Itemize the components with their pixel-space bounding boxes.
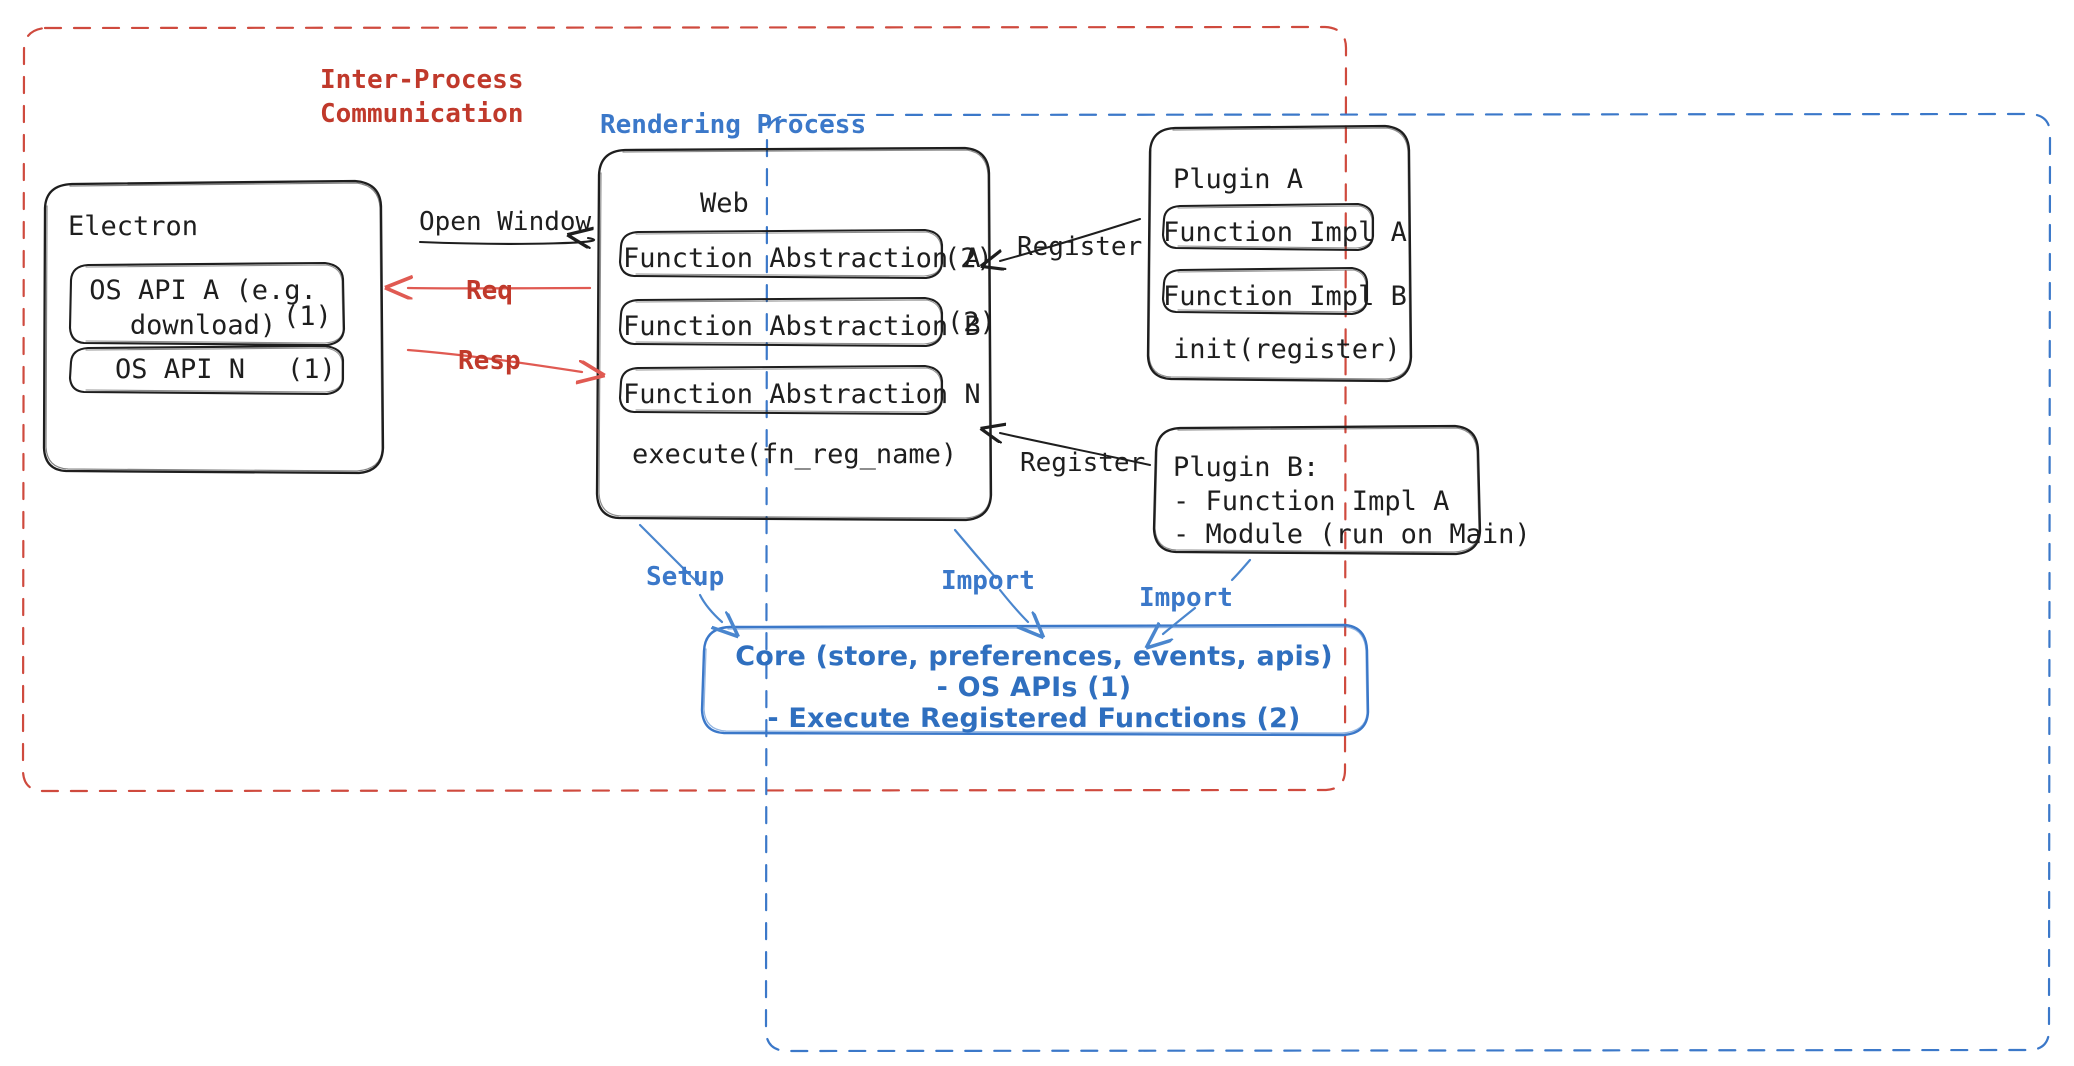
plugin-b-item-0: - Function Impl A xyxy=(1173,486,1450,517)
fn-abstraction-n-label: Function Abstraction N xyxy=(623,379,981,410)
fn-abstraction-a-label: Function Abstraction A xyxy=(623,243,981,274)
zone-title-ipc: Inter-Process Communication xyxy=(320,65,524,129)
plugin-a-title: Plugin A xyxy=(1173,164,1304,195)
edge-label-resp: Resp xyxy=(458,346,521,376)
zone-title-rendering: Rendering Process xyxy=(600,110,867,140)
web-title: Web xyxy=(700,188,749,219)
core-line-0: Core (store, preferences, events, apis) xyxy=(735,641,1333,672)
plugin-b-title: Plugin B: xyxy=(1173,452,1320,483)
edge-label-register-bottom: Register xyxy=(1020,448,1146,478)
edge-label-req: Req xyxy=(466,276,513,306)
plugin-a-init-label: init(register) xyxy=(1173,334,1401,365)
core-card-text: Core (store, preferences, events, apis) … xyxy=(704,641,1364,734)
os-api-n-ref: (1) xyxy=(287,354,336,385)
edge-label-import-plugin: Import xyxy=(1139,583,1233,613)
plugin-a-fn-1: Function Impl B xyxy=(1163,281,1407,312)
core-line-2: - Execute Registered Functions (2) xyxy=(767,703,1301,734)
os-api-a-ref: (1) xyxy=(283,301,332,332)
edge-label-register-top: Register xyxy=(1017,232,1143,262)
fn-abstraction-b-label: Function Abstraction B xyxy=(623,311,981,342)
plugin-a-fn-0: Function Impl A xyxy=(1163,217,1407,248)
electron-title: Electron xyxy=(68,211,199,242)
edge-label-setup: Setup xyxy=(646,562,725,592)
web-execute-label: execute(fn_reg_name) xyxy=(632,439,958,470)
core-line-1: - OS APIs (1) xyxy=(936,672,1132,703)
fn-abstraction-a-ref: (2) xyxy=(944,243,993,274)
os-api-a-label: OS API A (e.g. download) xyxy=(89,275,317,342)
edge-label-import-web: Import xyxy=(941,566,1035,596)
fn-abstraction-b-ref: (2) xyxy=(947,307,996,338)
os-api-n-label: OS API N xyxy=(114,354,246,385)
edge-label-open-window: Open Window xyxy=(419,207,592,237)
plugin-b-item-1: - Module (run on Main) xyxy=(1173,519,1531,550)
